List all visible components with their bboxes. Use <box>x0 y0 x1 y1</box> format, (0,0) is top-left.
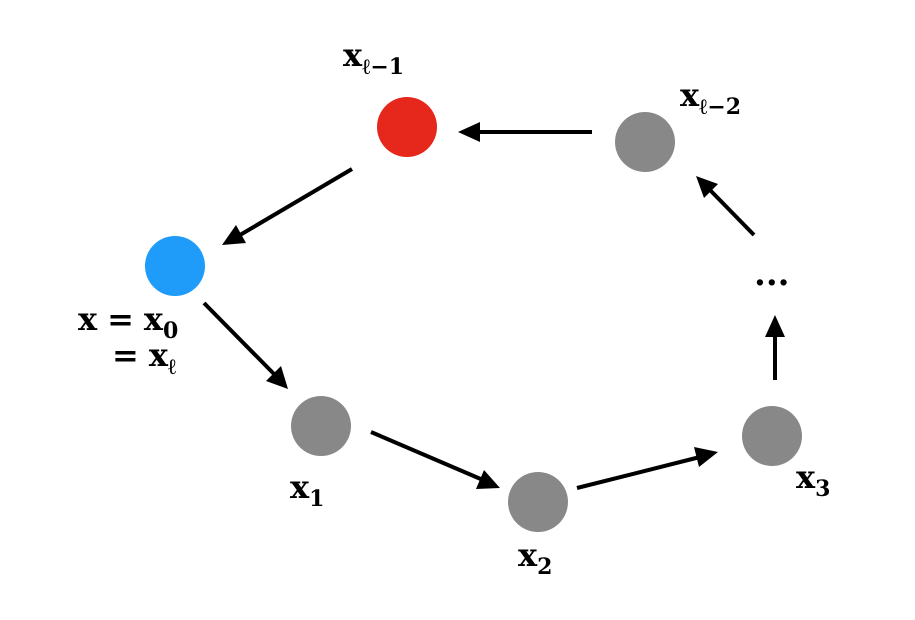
node-x2 <box>508 472 568 532</box>
node-x1 <box>291 396 351 456</box>
arrow-x3-to-ellipsis <box>765 315 785 380</box>
label-x-l-minus-2: xℓ−2 <box>680 76 741 120</box>
label-x0-line1: x=x0 <box>78 300 178 344</box>
label-x2: x2 <box>518 536 552 580</box>
node-x0 <box>145 236 205 296</box>
label-x-l-minus-1: xℓ−1 <box>343 36 404 80</box>
label-x3: x3 <box>796 458 830 502</box>
arrow-x1-to-x2 <box>370 430 500 489</box>
label-ellipsis: ... <box>754 254 790 294</box>
node-x-l-minus-2 <box>615 112 675 172</box>
arrow-x0-to-x1 <box>202 301 288 389</box>
label-x0-line2: =xℓ <box>112 336 176 380</box>
node-x-l-minus-1 <box>377 97 437 157</box>
arrow-x2-to-x3 <box>576 447 718 490</box>
arrow-x-l-minus-1-to-x0 <box>222 167 354 245</box>
node-x3 <box>742 406 802 466</box>
arrow-ellipsis-to-x-l-minus-2 <box>696 176 756 237</box>
label-x1: x1 <box>290 468 324 512</box>
arrow-x-l-minus-2-to-x-l-minus-1 <box>458 122 592 142</box>
